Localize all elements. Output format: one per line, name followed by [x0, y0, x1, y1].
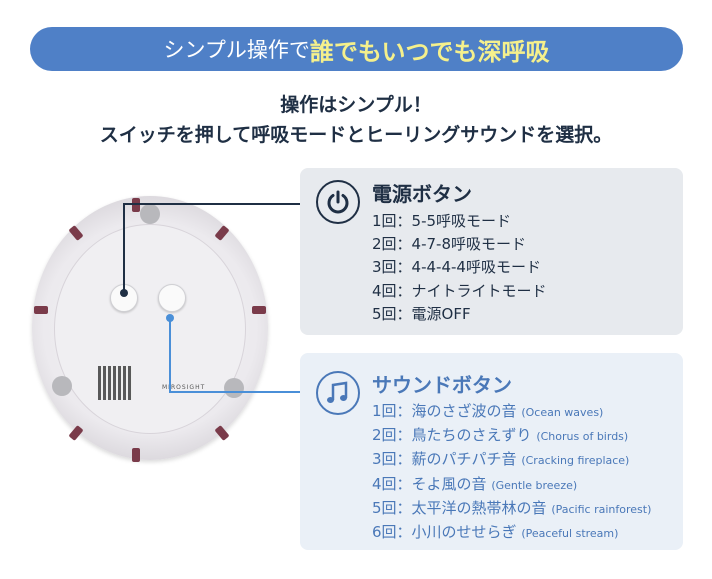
- power-item: 4回：ナイトライトモード: [372, 281, 547, 300]
- sound-item: 3回：薪のパチパチ音 (Cracking fireplace): [372, 450, 630, 469]
- device-sound-button: [158, 284, 186, 312]
- power-item: 5回：電源OFF: [372, 304, 471, 323]
- power-icon: [316, 180, 360, 224]
- sound-item: 1回：海のさざ波の音 (Ocean waves): [372, 402, 604, 420]
- banner-prefix: シンプル操作で: [163, 38, 310, 62]
- power-panel-title: 電源ボタン: [372, 182, 472, 206]
- sound-panel-title: サウンドボタン: [372, 373, 512, 397]
- power-pointer-dot: [120, 289, 128, 297]
- sound-item: 6回：小川のせせらぎ (Peaceful stream): [372, 523, 619, 542]
- power-item: 3回：4-4-4-4呼吸モード: [372, 258, 541, 277]
- subtitle-line-2: スイッチを押して呼吸モードとヒーリングサウンドを選択。: [99, 124, 613, 146]
- device-face: [54, 224, 246, 434]
- device-brand: MIROSIGHT: [162, 384, 206, 391]
- music-note-icon: [316, 371, 360, 415]
- sound-item: 2回：鳥たちのさえずり (Chorus of birds): [372, 426, 629, 445]
- power-button-panel: 電源ボタン 1回：5-5呼吸モード 2回：4-7-8呼吸モード 3回：4-4-4…: [300, 168, 683, 335]
- power-item: 1回：5-5呼吸モード: [372, 212, 512, 230]
- headline-banner: シンプル操作で 誰でもいつでも深呼吸: [30, 27, 683, 71]
- sound-item: 4回：そよ風の音 (Gentle breeze): [372, 474, 578, 493]
- subtitle-line-1: 操作はシンプル！: [280, 94, 432, 116]
- device-photo: MIROSIGHT: [32, 196, 268, 462]
- qr-code: [98, 366, 132, 400]
- banner-highlight: 誰でもいつでも深呼吸: [309, 37, 550, 66]
- sound-item: 5回：太平洋の熱帯林の音 (Pacific rainforest): [372, 498, 652, 517]
- sound-button-panel: サウンドボタン 1回：海のさざ波の音 (Ocean waves) 2回：鳥たちの…: [300, 353, 683, 550]
- sound-pointer-dot: [166, 314, 174, 322]
- power-item: 2回：4-7-8呼吸モード: [372, 235, 526, 254]
